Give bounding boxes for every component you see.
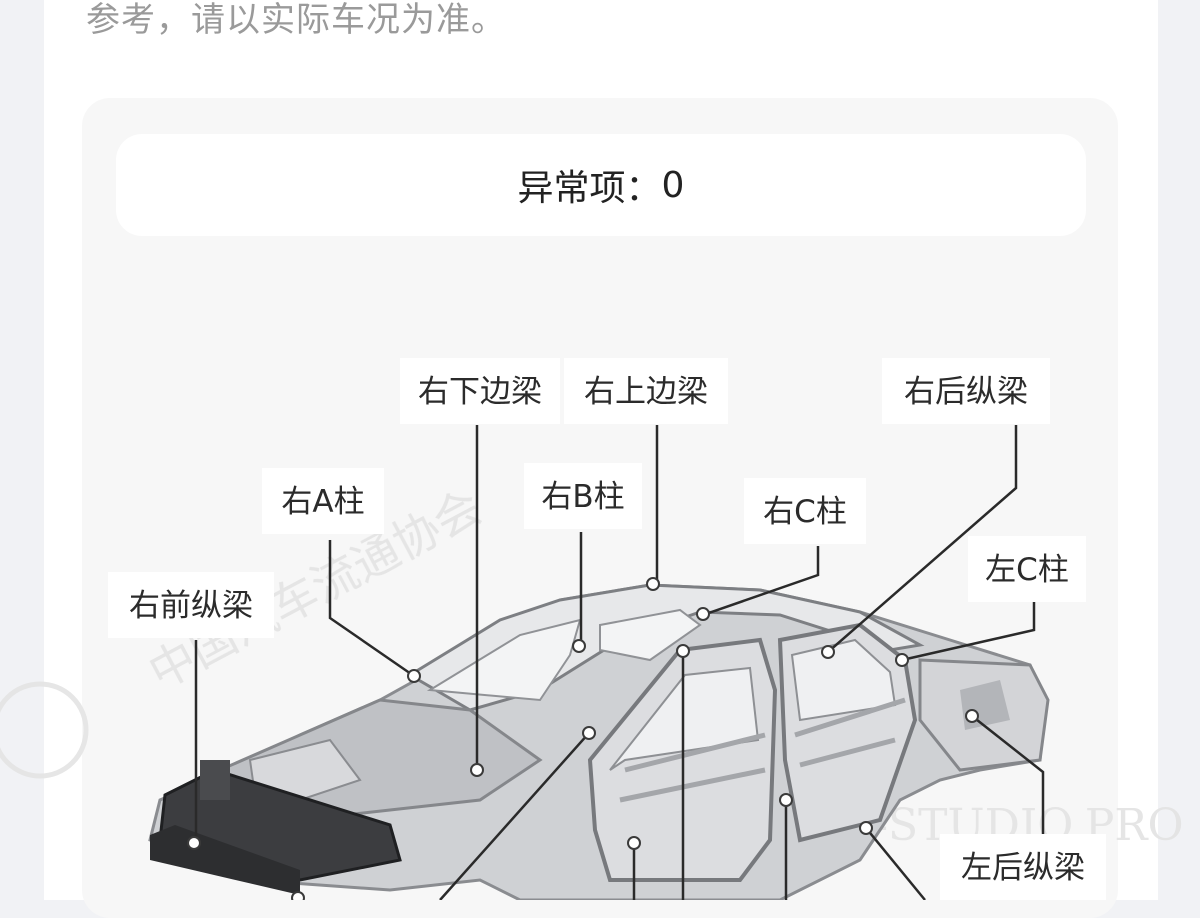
label-text: 右下边梁: [418, 374, 542, 410]
abnormal-count-bar: 异常项： 0: [116, 134, 1086, 236]
label-text: 右A柱: [281, 484, 364, 520]
point-marker-icon[interactable]: [779, 793, 793, 807]
point-marker-icon[interactable]: [676, 644, 690, 658]
label-text: 右后纵梁: [904, 374, 1028, 410]
label-right-upper-rail[interactable]: 右上边梁: [564, 358, 728, 424]
point-marker-icon[interactable]: [187, 836, 201, 850]
label-text: 右前纵梁: [129, 588, 253, 624]
point-marker-icon[interactable]: [407, 669, 421, 683]
label-text: 右C柱: [763, 494, 847, 530]
label-text: 右B柱: [541, 479, 624, 515]
point-marker-icon[interactable]: [582, 726, 596, 740]
abnormal-label: 异常项：: [517, 168, 662, 209]
point-marker-icon[interactable]: [821, 645, 835, 659]
label-right-a-pillar[interactable]: 右A柱: [262, 468, 384, 534]
label-right-c-pillar[interactable]: 右C柱: [744, 478, 866, 544]
label-right-rear-rail[interactable]: 右后纵梁: [882, 358, 1050, 424]
watermark-logo-icon: [0, 681, 89, 779]
label-right-b-pillar[interactable]: 右B柱: [524, 463, 642, 529]
point-markers: [187, 577, 979, 900]
car-body-frame-icon: [148, 583, 1050, 900]
label-right-front-rail[interactable]: 右前纵梁: [108, 572, 274, 638]
leader-lines: [194, 425, 1045, 900]
label-left-c-pillar[interactable]: 左C柱: [968, 536, 1086, 602]
point-marker-icon[interactable]: [696, 607, 710, 621]
label-right-lower-sill[interactable]: 右下边梁: [400, 358, 560, 424]
point-marker-icon[interactable]: [470, 763, 484, 777]
point-marker-icon[interactable]: [291, 891, 305, 900]
point-marker-icon[interactable]: [572, 639, 586, 653]
label-left-rear-rail[interactable]: 左后纵梁: [940, 834, 1106, 900]
label-text: 左C柱: [985, 552, 1069, 588]
disclaimer-text: 参考，请以实际车况为准。: [86, 0, 506, 40]
point-marker-icon[interactable]: [859, 821, 873, 835]
label-text: 右上边梁: [584, 374, 708, 410]
label-text: 左后纵梁: [961, 850, 1085, 886]
point-marker-icon[interactable]: [646, 577, 660, 591]
point-marker-icon[interactable]: [965, 709, 979, 723]
part-labels: 右下边梁 右上边梁 右后纵梁 右A柱 右B柱 右C柱 左C柱 右前纵梁: [108, 358, 1106, 900]
abnormal-count: 0: [661, 164, 685, 206]
point-marker-icon[interactable]: [627, 836, 641, 850]
point-marker-icon[interactable]: [895, 653, 909, 667]
